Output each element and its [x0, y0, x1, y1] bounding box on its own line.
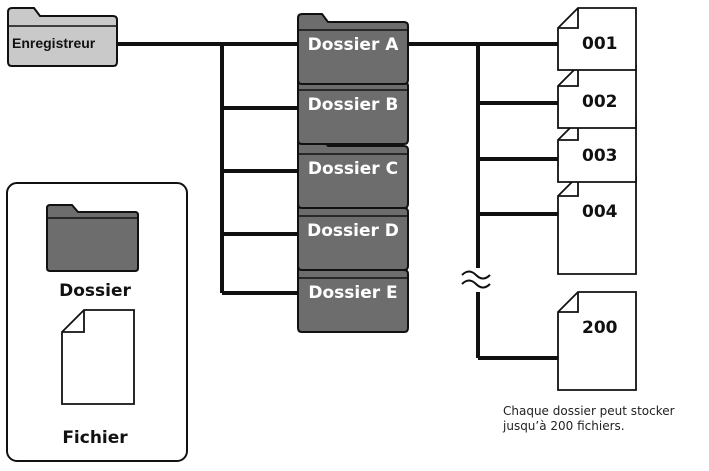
file-003-label: 003: [582, 146, 618, 166]
file-004-icon: [557, 175, 637, 275]
file-004-label: 004: [582, 202, 618, 222]
folder-a-icon: [297, 13, 409, 85]
legend-box: [6, 182, 188, 462]
legend-file-label: Fichier: [62, 428, 128, 448]
folder-a-label: Dossier A: [307, 35, 399, 55]
folder-c-icon: [297, 137, 409, 209]
folder-b-label: Dossier B: [307, 95, 399, 115]
root-label: Enregistreur: [12, 35, 96, 51]
file-002-label: 002: [582, 92, 618, 112]
capacity-note-line-1: Chaque dossier peut stocker: [503, 404, 675, 418]
root-folder-icon: [7, 7, 118, 67]
folder-d-label: Dossier D: [307, 221, 399, 241]
files-layer: [557, 7, 637, 391]
legend-folder-label: Dossier: [59, 281, 131, 301]
capacity-note-line-2: jusqu’à 200 fichiers.: [503, 419, 625, 433]
connector-lines: [117, 42, 560, 360]
break-squiggle-icon: [461, 270, 491, 289]
legend-file-icon: [61, 309, 135, 405]
file-200-icon: [557, 291, 637, 391]
legend-folder-icon: [46, 204, 139, 272]
file-200-label: 200: [582, 318, 618, 338]
file-001-label: 001: [582, 34, 618, 54]
folder-c-label: Dossier C: [307, 159, 399, 179]
file-001-icon: [557, 7, 637, 71]
capacity-note: Chaque dossier peut stocker jusqu’à 200 …: [503, 404, 675, 434]
folders-layer: [297, 13, 409, 333]
folder-e-label: Dossier E: [308, 283, 398, 303]
